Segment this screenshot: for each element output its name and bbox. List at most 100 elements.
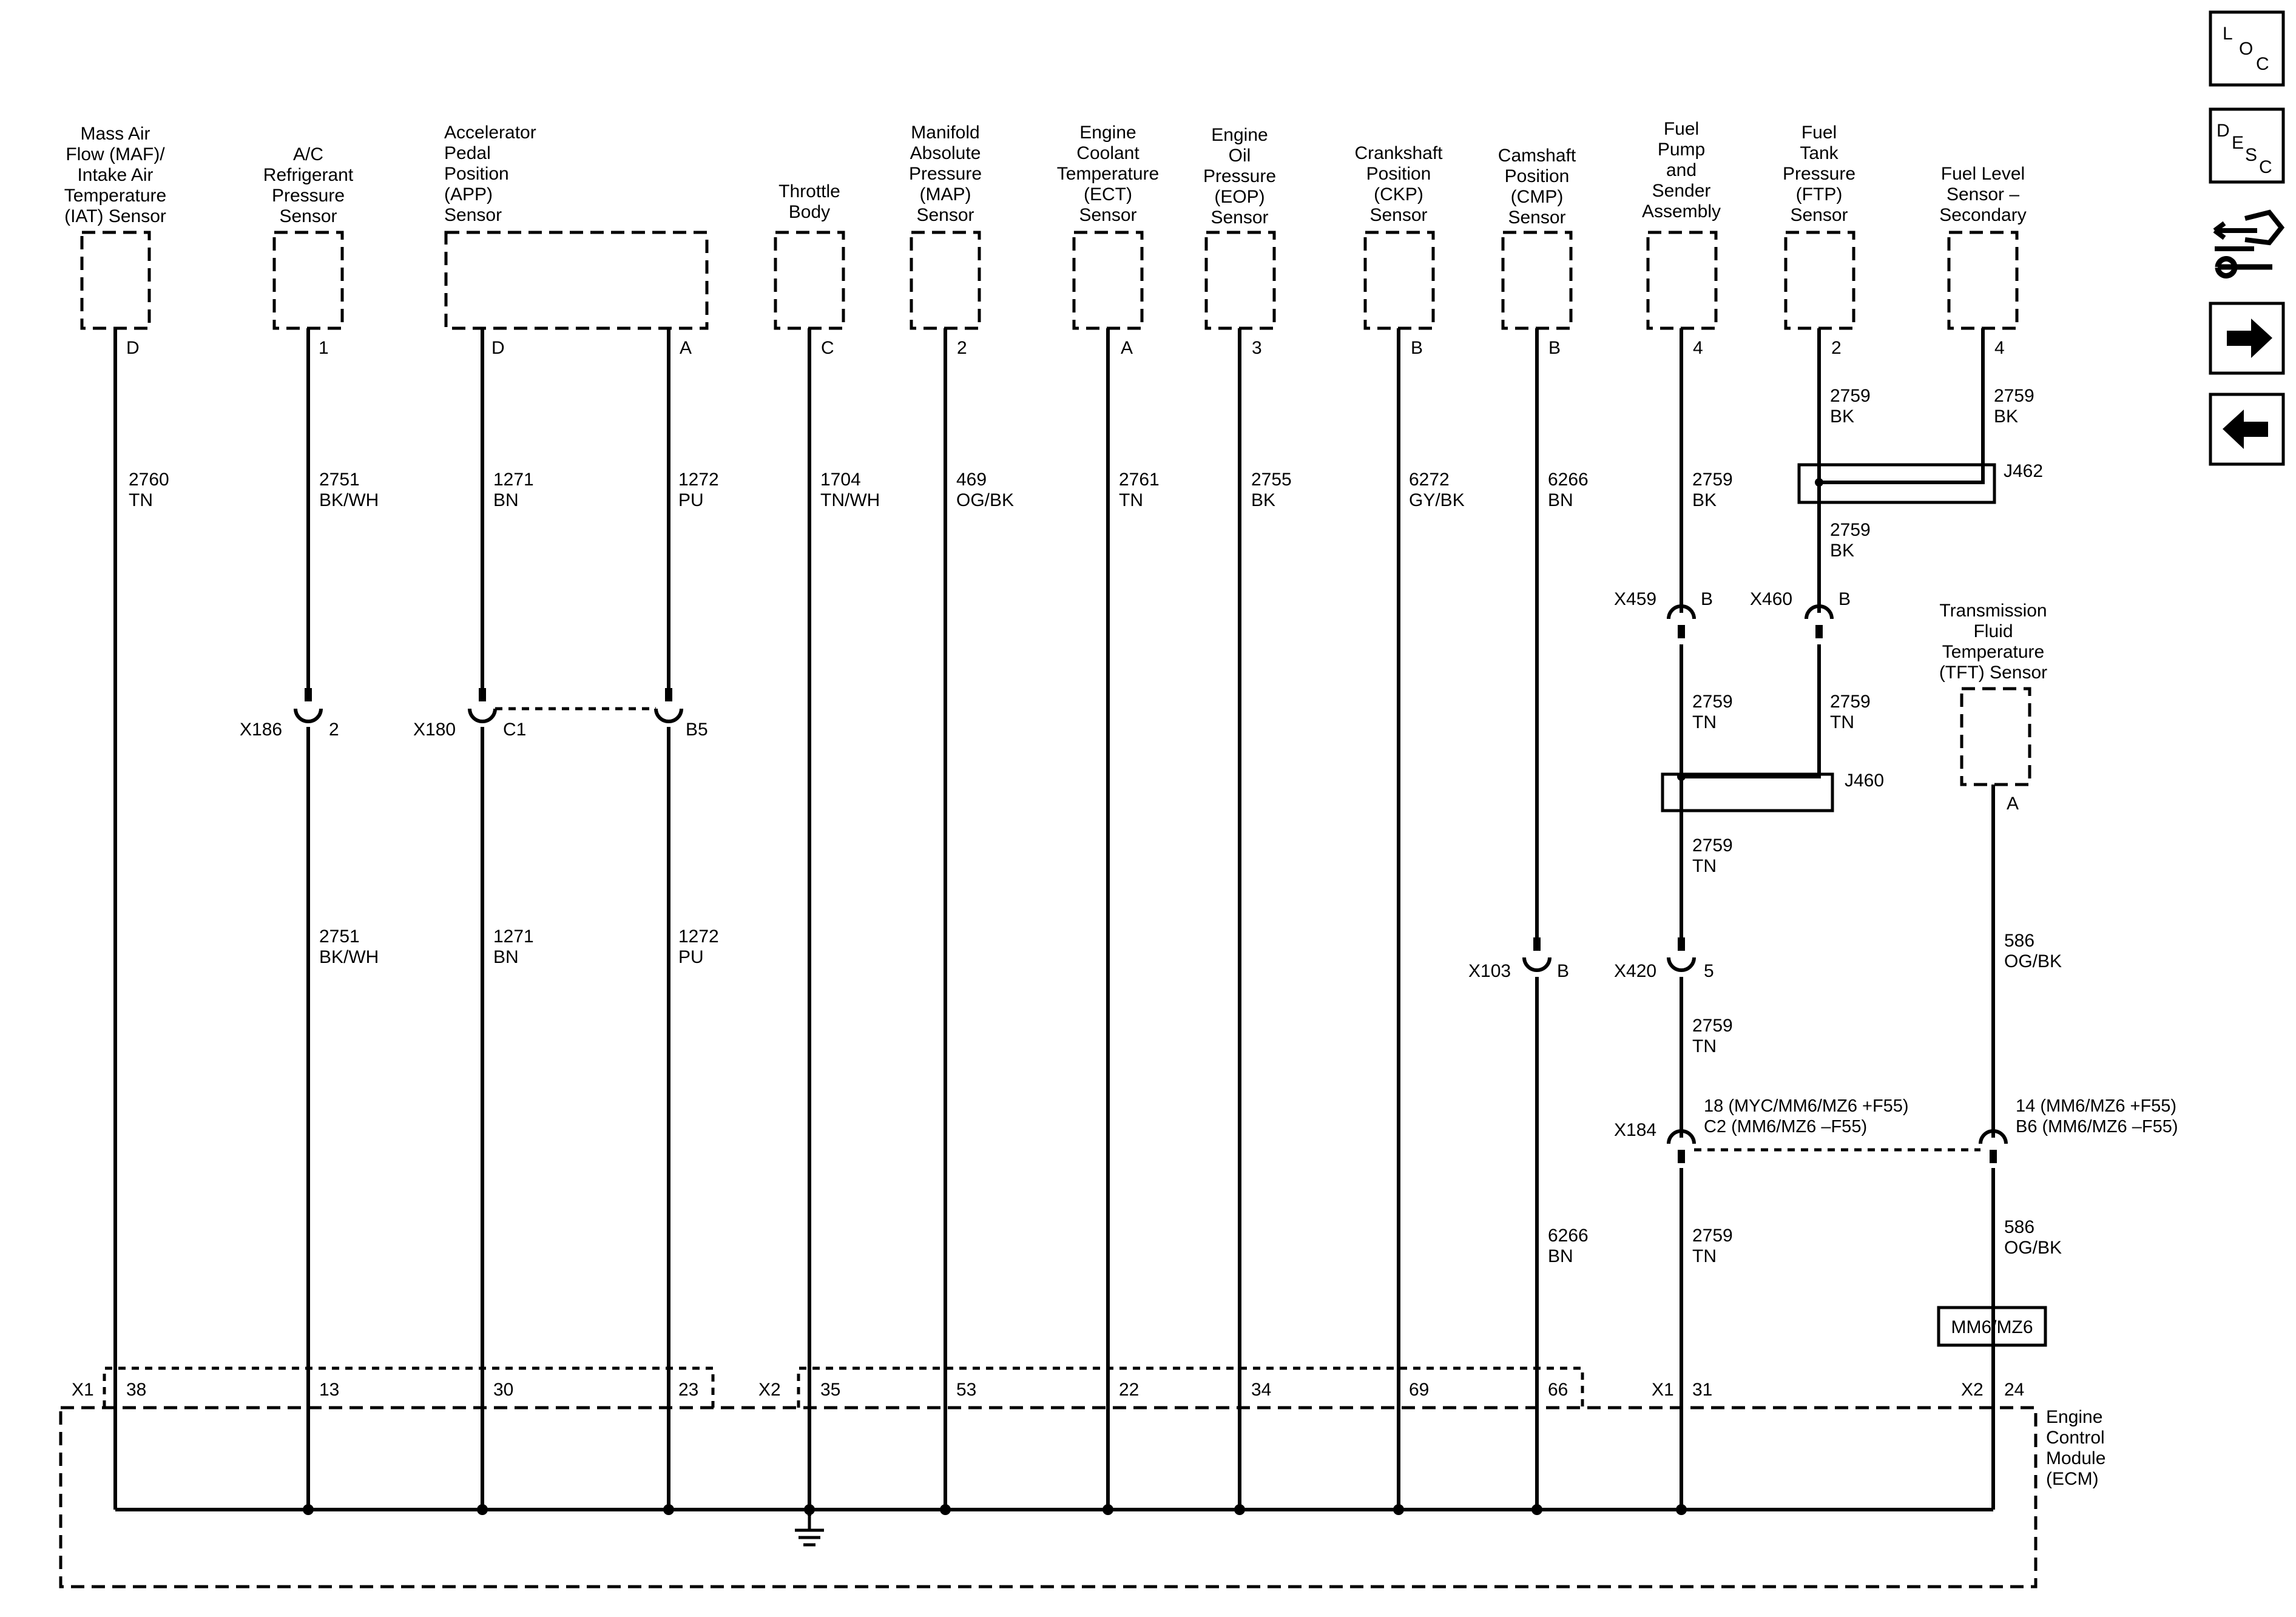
ecm-module: X1 X2 X1 X2 38 13 30 23 35 53 22 34 69 6… [59,1366,2105,1588]
ecm-outline [59,1406,2038,1588]
sensor-pin-labels: D 1 D A C 2 A 3 B B 4 2 4 A [126,338,2019,814]
nav-desc-button-label[interactable]: E [2232,133,2244,153]
ecm-module-label: 23 [678,1380,698,1400]
splice-j462-shape [1797,463,1996,504]
circuit-labels-label: 2759 [1692,692,1733,712]
nav-desc-button-label[interactable]: C [2259,157,2272,177]
label-ac-sensor-label: Sensor [279,206,337,226]
circuit-labels-label: BK [1994,407,2018,427]
label-cmp-sensor-label: (CMP) [1511,187,1564,207]
circuit-labels-label: OG/BK [2004,1238,2062,1258]
connector-labels-label: C2 (MM6/MZ6 –F55) [1704,1117,1867,1136]
prev-page-button[interactable] [2209,393,2285,466]
connector-tool-icon-shape[interactable] [2244,209,2285,246]
label-app-sensor-label: Accelerator [444,123,536,143]
ect-sensor-box [1072,231,1144,330]
circuit-labels-label: BN [493,947,519,967]
ecm-name-label-label: Module [2046,1448,2105,1468]
connector-x460-shape [1815,625,1823,638]
ecm-name-label-label: Engine [2046,1407,2102,1427]
connector-x459 [1667,604,1696,638]
circuit-labels-label: 2751 [319,927,360,947]
circuit-labels-label: 2759 [1830,386,1871,406]
connector-x180-right-shape [654,708,683,723]
connector-x103-shape [1533,937,1541,951]
label-ftp-sensor-label: (FTP) [1796,184,1843,204]
junction-dots-shape [1393,1504,1404,1515]
wire-ftp-2 [1681,644,1821,778]
junction-dots-shape [1531,1504,1542,1515]
throttle-body-box [774,231,845,330]
cmp-sensor-box [1501,231,1573,330]
ecm-module-label: 66 [1548,1380,1568,1400]
nav-loc-button-label[interactable]: L [2223,24,2233,44]
circuit-labels-label: 1704 [820,470,861,490]
ecm-module-label: 53 [956,1380,976,1400]
label-fuel-pump-label: and [1666,160,1697,180]
label-ckp-sensor-label: Sensor [1369,205,1427,225]
nav-loc-button-label[interactable]: O [2239,39,2253,59]
circuit-labels-label: PU [678,947,704,967]
label-ftp-sensor-label: Tank [1800,143,1838,163]
label-ect-sensor-label: Engine [1079,123,1136,143]
nav-loc-button-label[interactable]: C [2256,54,2269,74]
nav-desc-button-label[interactable]: D [2217,121,2230,141]
circuit-labels-label: GY/BK [1409,490,1465,510]
connector-x186-shape [294,708,323,723]
connector-x459-shape [1678,625,1685,638]
label-ftp-sensor-label: Fuel [1801,123,1837,143]
circuit-labels-label: TN [1692,856,1717,876]
next-page-button[interactable] [2209,302,2285,375]
label-ect-sensor-label: Temperature [1057,164,1159,184]
connector-x420-shape [1678,937,1685,951]
junction-dots-shape [1234,1504,1245,1515]
label-fuel-pump-label: Pump [1658,140,1705,160]
connector-x184-left-shape [1667,1129,1696,1144]
arrow-right-icon[interactable] [2227,319,2272,358]
splice-j460-label: J460 [1845,771,1884,791]
circuit-labels-label: 586 [2004,1217,2034,1237]
arrow-left-icon[interactable] [2223,410,2268,449]
ckp-sensor-box [1363,231,1435,330]
circuit-labels-label: 6266 [1548,1226,1589,1246]
nav-loc-button-shape[interactable] [2209,10,2285,87]
connector-tool-icon-shape[interactable] [2213,221,2257,240]
circuit-labels-label: 2759 [1830,520,1871,540]
circuit-labels-label: 2759 [1692,1016,1733,1036]
connector-x184-right-shape [1979,1129,2008,1144]
nav-desc-button-label[interactable]: S [2245,145,2257,165]
circuit-labels-label: TN [1119,490,1143,510]
connector-labels-label: 14 (MM6/MZ6 +F55) [2016,1096,2176,1116]
junction-dots-shape [1815,478,1823,487]
nav-desc-button[interactable]: D E S C [2209,107,2285,184]
maf-sensor-box [80,231,151,330]
connector-tool-icon-shape[interactable] [2215,256,2272,279]
connector-labels-label: X103 [1468,961,1511,981]
splice-j462-label: J462 [2004,461,2043,481]
circuit-labels-label: BK [1830,541,1854,561]
nav-loc-button[interactable]: L O C [2209,10,2285,87]
circuit-labels-label: 2751 [319,470,360,490]
circuit-labels-label: PU [678,490,704,510]
sensor-pin-labels-label: 4 [1994,338,2005,358]
circuit-labels-label: 1272 [678,927,719,947]
circuit-labels-label: OG/BK [2004,951,2062,971]
label-maf-sensor-label: (IAT) Sensor [64,206,166,226]
ecm-name-label-label: (ECM) [2046,1469,2099,1489]
sensor-pin-labels-label: B [1548,338,1561,358]
sensor-pin-labels-label: 2 [1831,338,1842,358]
label-app-sensor-label: (APP) [444,184,493,204]
circuit-labels-label: BN [1548,490,1573,510]
circuit-labels-label: 2759 [1994,386,2034,406]
label-ac-sensor-label: A/C [293,144,323,164]
connector-tool-icon[interactable] [2213,209,2285,279]
nav-desc-button-shape[interactable] [2209,107,2285,184]
label-ect-sensor-label: (ECT) [1084,184,1132,204]
sensor-pin-labels-label: D [126,338,140,358]
connector-x460 [1805,604,1834,638]
